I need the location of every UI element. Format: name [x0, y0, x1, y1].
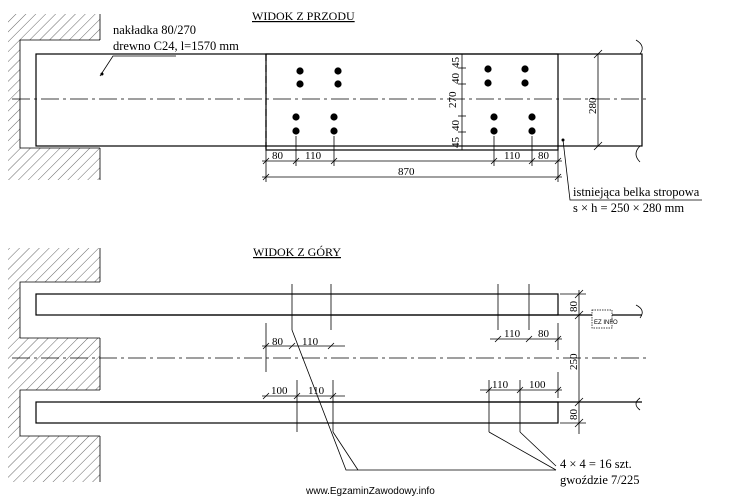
top-dim-upper-left-80: 80 — [272, 336, 284, 348]
top-dim-upper-right-110: 110 — [504, 328, 521, 340]
front-dim-right-80: 80 — [538, 150, 550, 162]
ez-info-logo: EZ INFO — [591, 309, 618, 329]
front-dim-v-280: 280 — [587, 97, 599, 114]
top-dim-lower-left-110: 110 — [308, 385, 325, 397]
nails-label-line2: gwoździe 7/225 — [560, 473, 640, 487]
bolt-group-left-top — [296, 67, 342, 88]
top-dim-v-80-top: 80 — [568, 301, 580, 313]
top-view-title: WIDOK Z GÓRY — [253, 245, 341, 259]
top-dim-upper-right-80: 80 — [538, 328, 550, 340]
nails-label-line1: 4 × 4 = 16 szt. — [560, 457, 632, 471]
front-dim-total-870: 870 — [398, 166, 415, 178]
front-dim-v-45-bottom: 45 — [450, 137, 462, 149]
overlay-label-line2: drewno C24, l=1570 mm — [113, 39, 239, 53]
front-view: WIDOK Z PRZODU nakładka 80/270 drewno C2… — [8, 9, 702, 215]
overlay-board-front — [265, 53, 559, 151]
beam-label-line1: istniejąca belka stropowa — [573, 185, 700, 199]
front-dim-v-45-top: 45 — [450, 57, 462, 69]
svg-text:EZ INFO: EZ INFO — [594, 320, 618, 326]
bolt-group-right-top — [484, 65, 529, 87]
front-dim-v-40: 40 — [450, 73, 462, 85]
beam-label-line2: s × h = 250 × 280 mm — [573, 201, 684, 215]
top-dim-upper-left-110: 110 — [302, 336, 319, 348]
front-dim-left-110: 110 — [305, 150, 322, 162]
front-dim-v-270: 270 — [447, 91, 459, 108]
top-dim-v-80-bottom: 80 — [568, 409, 580, 421]
overlay-board-top-upper — [35, 293, 559, 316]
front-dim-v-40-bottom: 40 — [450, 120, 462, 132]
overlay-label-line1: nakładka 80/270 — [113, 23, 196, 37]
nails-top-view — [291, 284, 530, 432]
top-dim-lower-right-110: 110 — [492, 379, 509, 391]
front-dim-left-80: 80 — [272, 150, 284, 162]
front-view-title: WIDOK Z PRZODU — [252, 9, 355, 23]
top-view: WIDOK Z GÓRY 80 110 110 80 100 110 110 1… — [8, 245, 648, 487]
top-dim-v-250: 250 — [568, 353, 580, 370]
top-dim-lower-left-100: 100 — [271, 385, 288, 397]
top-dim-lower-right-100: 100 — [529, 379, 546, 391]
bolt-group-left-bottom — [292, 113, 338, 135]
watermark: www.EgzaminZawodowy.info — [305, 486, 435, 497]
front-dim-right-110: 110 — [504, 150, 521, 162]
bolt-group-right-bottom — [490, 113, 536, 135]
